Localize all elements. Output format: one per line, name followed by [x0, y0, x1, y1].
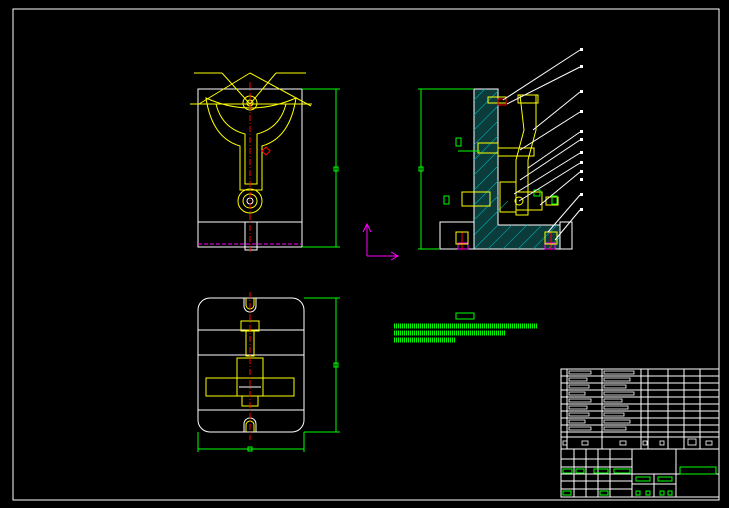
front-red-marker: [261, 146, 271, 156]
top-body-outline: [197, 297, 305, 433]
side-base-left-block: [439, 221, 475, 250]
drawing-border: [12, 8, 720, 501]
ucs-axis-icon: [362, 222, 400, 261]
side-body-section: [473, 88, 561, 250]
balloon-leaders: [502, 49, 581, 241]
balloon-markers: [580, 48, 583, 211]
side-section-view: [418, 48, 583, 250]
front-dimensions: [302, 88, 340, 248]
drawing-title-field: [679, 466, 717, 475]
tech-notes-title: [455, 312, 475, 320]
side-red-details: [457, 98, 556, 250]
technical-notes: [394, 312, 537, 343]
top-dimensions: [197, 297, 340, 452]
clamp-arm-inner: [215, 103, 287, 185]
front-base-post: [244, 221, 258, 251]
top-view: [197, 292, 340, 452]
side-dimensions: [418, 88, 474, 250]
title-block: [560, 448, 720, 498]
parts-list-entries: [562, 370, 713, 446]
front-view: [190, 72, 340, 252]
side-base-right-block: [559, 221, 573, 250]
title-block-green-fields: [562, 466, 717, 496]
clamp-arm: [205, 97, 297, 191]
side-hardware: [461, 96, 559, 213]
side-clamp-arm: [515, 94, 537, 216]
